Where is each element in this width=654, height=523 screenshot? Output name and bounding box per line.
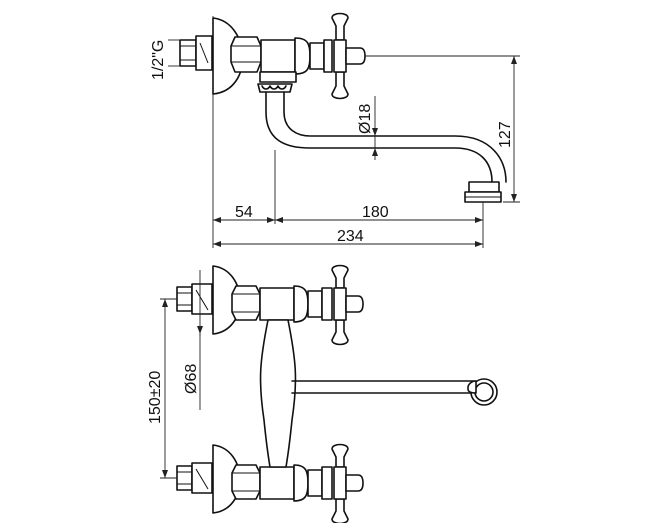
center-distance-dimension: 150±20 <box>147 298 177 479</box>
spout-diameter-label: Ø18 <box>357 104 374 134</box>
front-upper-inlet <box>176 265 333 335</box>
center-distance-label: 150±20 <box>147 371 164 424</box>
side-view: 1/2"G Ø18 127 54 180 <box>150 12 520 248</box>
side-hex-nut <box>230 36 262 73</box>
front-center-body <box>259 319 297 468</box>
spout-diameter-dimension: Ø18 <box>357 96 378 160</box>
front-view: Ø68 150±20 <box>147 264 498 523</box>
spout-reach-label: 180 <box>362 204 389 221</box>
flange-diameter-label: Ø68 <box>183 364 200 394</box>
overall-length-label: 234 <box>337 228 364 245</box>
side-cross-handle <box>331 12 366 100</box>
side-spout-tube <box>265 91 493 183</box>
front-lower-inlet <box>176 444 333 514</box>
thread-dimension: 1/2"G <box>150 39 180 80</box>
front-lower-cross-handle <box>331 443 364 523</box>
side-valve-body <box>259 37 333 83</box>
side-spout-collar <box>257 83 293 93</box>
side-inlet-connector <box>179 35 213 71</box>
reach-dimension: 54 180 <box>213 150 484 248</box>
front-upper-cross-handle <box>331 264 364 346</box>
height-dimension: 127 <box>365 55 520 203</box>
wall-offset-label: 54 <box>235 204 253 221</box>
overall-length-dimension: 234 <box>213 228 483 247</box>
front-spout-arm <box>291 378 498 406</box>
side-aerator <box>464 181 502 203</box>
height-label: 127 <box>497 121 514 148</box>
flange-diameter-dimension: Ø68 <box>183 270 203 410</box>
thread-label: 1/2"G <box>150 40 167 80</box>
